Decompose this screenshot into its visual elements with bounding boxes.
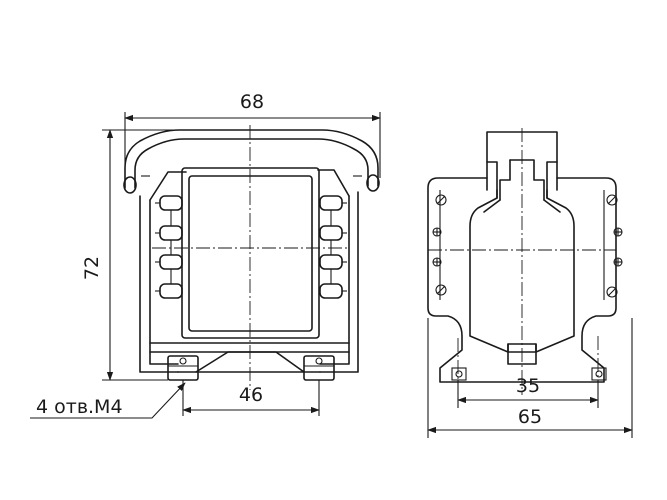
front-right-screws [606, 194, 623, 298]
side-left-terminals [155, 195, 183, 299]
side-view: 68 72 46 4 отв.М4 [30, 91, 381, 419]
front-foot-right [591, 367, 607, 381]
foot-right [303, 355, 335, 381]
clamp-inner [134, 138, 369, 189]
base-plate [195, 351, 305, 373]
holes-leader [30, 382, 186, 419]
frame-left-leg [139, 195, 179, 373]
dim-72-label: 72 [81, 256, 103, 280]
coil-inner [188, 175, 313, 332]
dim-35-label: 35 [516, 375, 540, 397]
side-right-terminals [319, 195, 347, 299]
dim-68-label: 68 [240, 91, 264, 113]
foot-left [167, 355, 199, 381]
dim-65-label: 65 [518, 406, 542, 428]
coil-outer [181, 167, 320, 339]
clamp-outer [124, 129, 379, 189]
frame-right-leg [319, 191, 359, 373]
clamp-left-curl [123, 176, 137, 194]
front-view: 35 65 [427, 128, 633, 438]
front-left-screws [432, 194, 447, 296]
holes-label: 4 отв.М4 [36, 396, 123, 418]
dim-46-label: 46 [239, 384, 263, 406]
clamp-right-curl [366, 174, 380, 192]
front-foot-left [451, 367, 467, 381]
